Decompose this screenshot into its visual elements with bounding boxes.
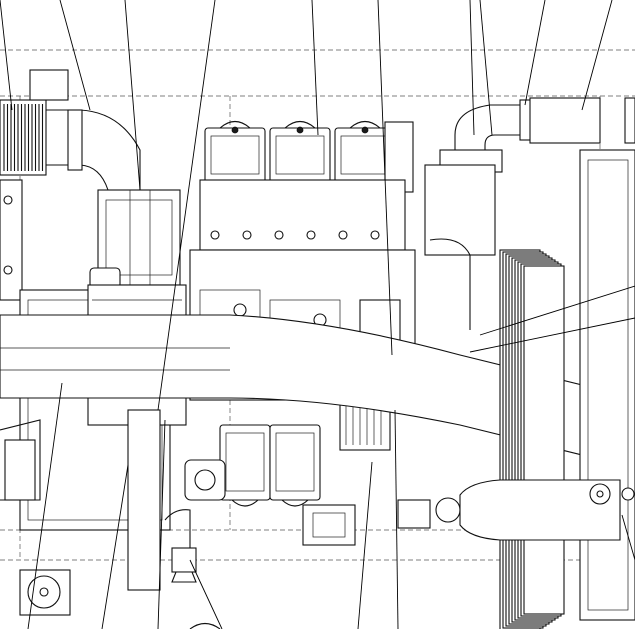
lower-valve-covers [219, 424, 321, 507]
starter-pointer [357, 461, 373, 629]
injector-rail-pointer [311, 0, 319, 136]
intake-bellows [0, 69, 141, 200]
pulley-pointer [157, 419, 166, 629]
base-skid-pointer [394, 409, 399, 629]
exhaust-elbow-right [424, 97, 635, 330]
filter-housing [0, 179, 181, 301]
intake-elbow-pointer [59, 0, 91, 111]
intake-bellows-pointer [0, 0, 13, 111]
pulley [19, 569, 221, 629]
callout-leader-19 [621, 514, 635, 561]
exhaust-elbow-left-pointer [479, 0, 493, 136]
engine-mount-pointer [157, 0, 216, 411]
exhaust-pipe [0, 314, 635, 469]
exhaust-pipe-upper-pointer [479, 285, 635, 336]
frame-rail-pointer [581, 0, 613, 111]
turbo-clamp-pointer [524, 0, 546, 106]
oil-pan-pointer [27, 382, 63, 629]
valve-cover-pointer [377, 0, 393, 356]
exhaust-pipe-lower-pointer [469, 317, 635, 353]
fuel-filter-pointer [189, 559, 223, 629]
filter-housing-pointer [124, 0, 141, 191]
crankcase-pointer [101, 464, 129, 629]
exhaust-elbow-right-pointer [469, 0, 475, 136]
pulley-stack-right [459, 149, 635, 629]
oil-pan [164, 459, 461, 583]
